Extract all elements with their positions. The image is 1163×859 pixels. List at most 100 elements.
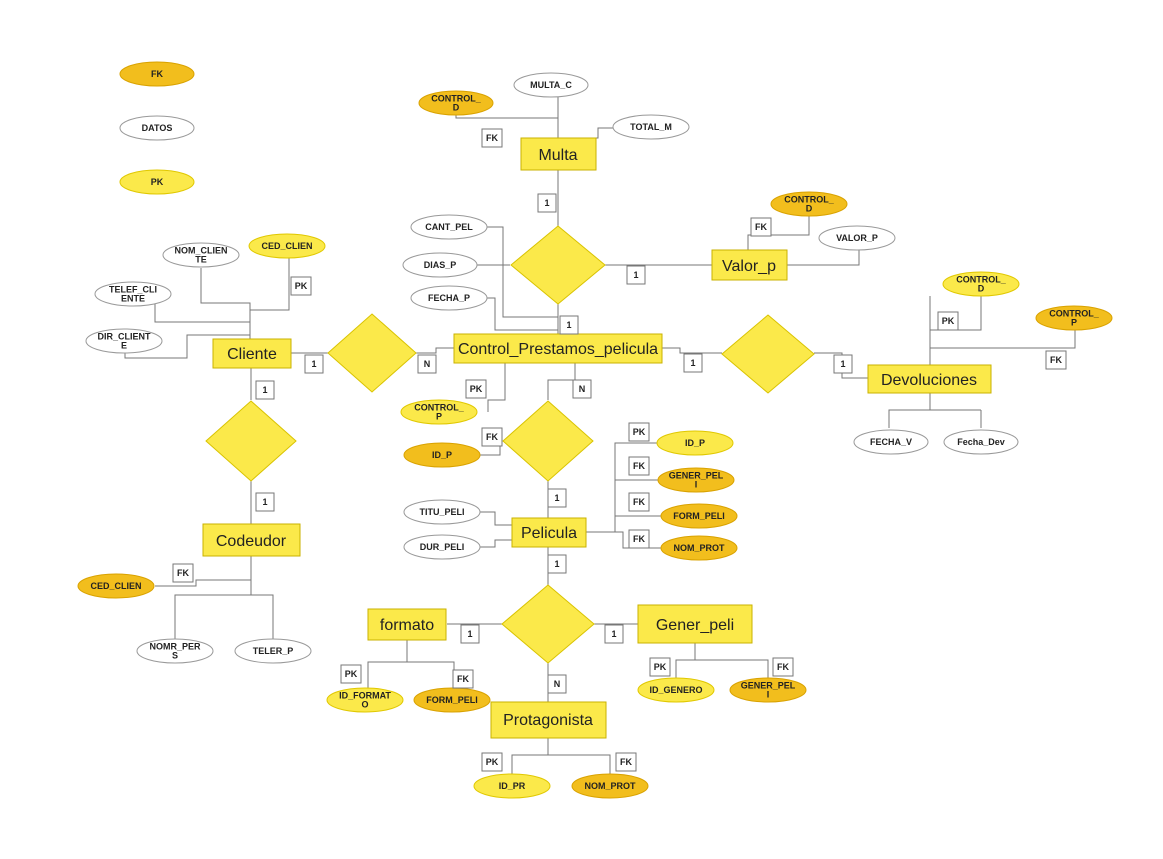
attribute-label: NOMR_PER [149, 642, 201, 652]
connector [675, 643, 696, 679]
key-marker-pk: PK [340, 664, 362, 684]
attribute-dev-control-p: CONTROL_P [1035, 305, 1113, 331]
attribute-label: TE [195, 255, 207, 265]
attribute-ellipse [85, 328, 163, 354]
attribute-label: TOTAL_M [630, 122, 672, 132]
attribute-ellipse [818, 225, 896, 251]
attribute-peli-id-p: ID_P [656, 430, 734, 456]
attribute-label: FECHA_V [870, 437, 912, 447]
attribute-ellipse [403, 499, 481, 525]
attribute-gen-gener-peli: GENER_PELI [729, 677, 807, 703]
attribute-label: I [767, 690, 770, 700]
attribute-label: DUR_PELI [420, 542, 465, 552]
attribute-label: NOM_PROT [673, 543, 725, 553]
attribute-label: ENTE [121, 294, 145, 304]
attribute-ellipse [513, 72, 589, 98]
marker-label: FK [486, 432, 498, 442]
attribute-label: D [806, 204, 813, 214]
key-marker-pk: PK [937, 311, 959, 331]
attribute-label: DIR_CLIENT [97, 332, 151, 342]
attribute-ellipse [1035, 305, 1113, 331]
attribute-multa-c: MULTA_C [513, 72, 589, 98]
attribute-label: MULTA_C [530, 80, 572, 90]
connector [487, 297, 558, 331]
marker-label: 1 [566, 320, 571, 330]
marker-box [750, 217, 772, 237]
attribute-label: CED_CLIEN [261, 241, 312, 251]
marker-box [304, 354, 324, 374]
attribute-ellipse [326, 687, 404, 713]
legend-fk-ellipse [119, 61, 195, 87]
key-marker-pk: PK [649, 657, 671, 677]
entity-valor-p-box [711, 249, 788, 281]
connector [407, 661, 455, 688]
attribute-label: ID_PR [499, 781, 526, 791]
marker-box [290, 276, 312, 296]
cardinality-marker: 1 [547, 488, 567, 508]
marker-label: FK [457, 674, 469, 684]
marker-box [683, 353, 703, 373]
attribute-label: CONTROL_ [784, 195, 834, 205]
entity-formato-label: formato [380, 617, 434, 634]
relationship-control-multa [510, 225, 606, 305]
marker-label: 1 [311, 359, 316, 369]
connector [155, 556, 252, 587]
marker-label: FK [633, 461, 645, 471]
attribute-label: TITU_PELI [419, 507, 464, 517]
marker-box [255, 380, 275, 400]
entity-cliente-label: Cliente [227, 346, 277, 363]
marker-box [481, 427, 503, 447]
marker-label: PK [470, 384, 483, 394]
marker-label: 1 [840, 359, 845, 369]
attribute-ellipse [943, 429, 1019, 455]
attribute-cant-pel: CANT_PEL [410, 214, 488, 240]
attribute-ellipse [473, 773, 551, 799]
relationship-cliente-control [327, 313, 417, 393]
connector [930, 330, 1076, 349]
attribute-fecha-dev: Fecha_Dev [943, 429, 1019, 455]
marker-box [172, 563, 194, 583]
connector [551, 93, 559, 138]
connector [747, 215, 810, 250]
marker-box [572, 379, 592, 399]
attribute-ellipse [637, 677, 715, 703]
marker-box [460, 624, 480, 644]
entity-codeudor: Codeudor [202, 523, 301, 557]
marker-label: 1 [554, 493, 559, 503]
marker-box [452, 669, 474, 689]
attribute-id-pr: ID_PR [473, 773, 551, 799]
key-marker-fk: FK [628, 492, 650, 512]
marker-label: N [554, 679, 561, 689]
attribute-dev-control-d: CONTROL_D [942, 271, 1020, 297]
attribute-label: TELEF_CLI [109, 285, 157, 295]
entity-devoluciones: Devoluciones [867, 364, 992, 394]
connector [455, 113, 559, 138]
attribute-ellipse [413, 687, 491, 713]
attribute-label: P [436, 412, 442, 422]
cardinality-marker: 1 [304, 354, 324, 374]
attribute-ctrl-control-p: CONTROL_P [400, 399, 478, 425]
attribute-label: ID_FORMAT [339, 691, 391, 701]
attribute-dur-peli: DUR_PELI [403, 534, 481, 560]
relationship-pelicula-details [501, 584, 595, 664]
attribute-valor-p: VALOR_P [818, 225, 896, 251]
connector [586, 442, 664, 533]
attribute-label: NOM_CLIEN [174, 246, 227, 256]
marker-label: 1 [262, 385, 267, 395]
marker-label: FK [1050, 355, 1062, 365]
attribute-label: Fecha_Dev [957, 437, 1005, 447]
marker-box [547, 554, 567, 574]
attribute-label: CED_CLIEN [90, 581, 141, 591]
cardinality-marker: 1 [460, 624, 480, 644]
attribute-ctrl-id-p: ID_P [403, 442, 481, 468]
key-marker-fk: FK [628, 529, 650, 549]
marker-label: PK [486, 757, 499, 767]
entity-protagonista: Protagonista [490, 701, 607, 739]
attribute-label: FORM_PELI [426, 695, 478, 705]
entity-control-prestamos-box [453, 333, 663, 364]
entity-control-prestamos-label: Control_Prestamos_pelicula [458, 341, 658, 358]
attribute-ellipse [729, 677, 807, 703]
